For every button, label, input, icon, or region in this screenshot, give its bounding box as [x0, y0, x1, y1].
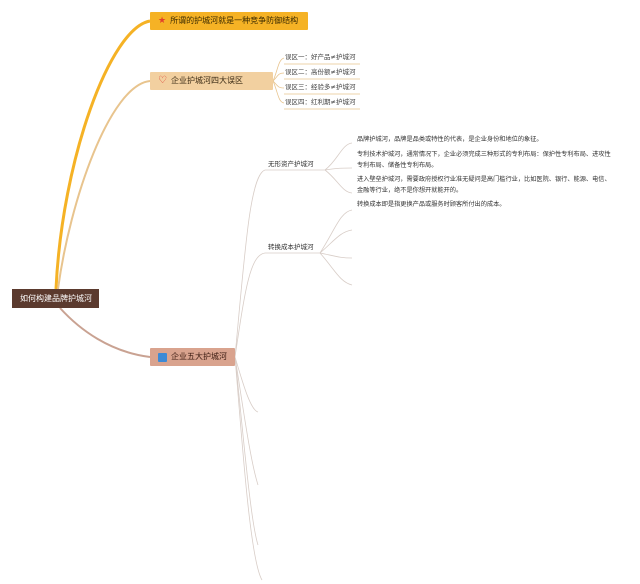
main-topic-label: 企业五大护城河 — [171, 352, 227, 361]
branch-line-1 — [54, 19, 151, 290]
main-topic-label: 企业护城河四大误区 — [170, 76, 243, 85]
misconception-item[interactable]: 误区三：经验多≠护城河 — [285, 83, 356, 91]
main-topic-misconceptions[interactable]: ♡ 企业护城河四大误区 — [150, 72, 273, 90]
heart-icon: ♡ — [158, 75, 167, 86]
misconception-item[interactable]: 误区四：红利期≠护城河 — [285, 98, 356, 106]
branch-line-3 — [59, 307, 151, 358]
intangible-detail-connectors — [324, 142, 353, 194]
misconception-item[interactable]: 误区一：好产品≠护城河 — [285, 53, 356, 61]
detail-brand-moat[interactable]: 品牌护城河，品牌是品类或特性的代表，是企业身份和地位的象征。 — [357, 136, 543, 143]
main-topic-label: 所谓的护城河就是一种竞争防御结构 — [170, 16, 299, 25]
flag-icon — [158, 352, 167, 362]
misconception-item[interactable]: 误区二：高份额≠护城河 — [285, 68, 356, 76]
main-topic-five-moats[interactable]: 企业五大护城河 — [150, 348, 235, 366]
detail-switching-cost[interactable]: 转换成本即是指更换产品或服务时顾客所付出的成本。 — [357, 201, 506, 208]
detail-patent-moat[interactable]: 专利技术护城河，通常情况下，企业必须完成三种形式的专利布局：保护性专利布局、进攻… — [357, 151, 611, 169]
star-icon: ★ — [158, 15, 167, 26]
moat-connectors — [234, 169, 325, 581]
root-label: 如何构建品牌护城河 — [20, 293, 92, 303]
root-node[interactable]: 如何构建品牌护城河 — [12, 289, 99, 308]
switching-detail-connectors — [319, 209, 353, 286]
main-topic-moat-definition[interactable]: ★ 所谓的护城河就是一种竞争防御结构 — [150, 12, 308, 30]
branch-line-2 — [57, 80, 151, 290]
detail-entry-barrier-moat[interactable]: 进入壁垒护城河，需要政府授权行业准无疑问是高门槛行业，比如医院、银行、能源、电信… — [357, 176, 611, 194]
moat-switching-cost[interactable]: 转换成本护城河 — [268, 243, 314, 251]
moat-intangible-assets[interactable]: 无形资产护城河 — [268, 160, 314, 168]
misconception-connectors — [272, 57, 360, 110]
